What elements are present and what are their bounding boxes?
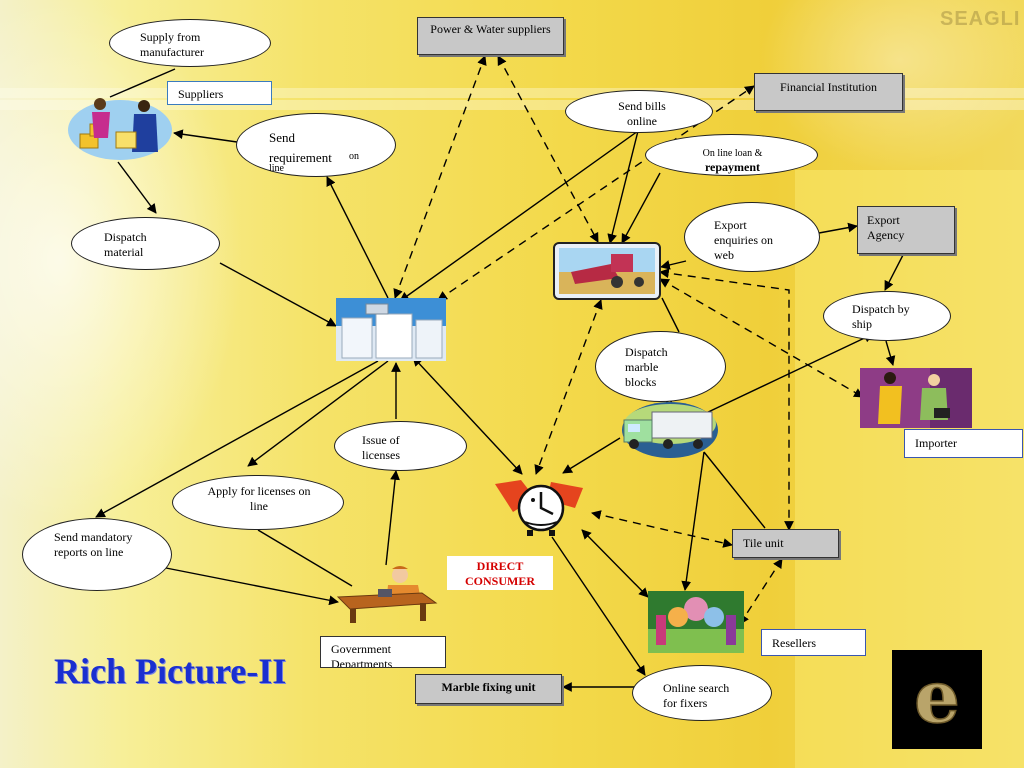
link-factory-reports (95, 360, 379, 518)
financial-institution-box: Financial Institution (754, 73, 903, 111)
link-dispatch-factory (219, 262, 337, 327)
supply-from-manufacturer-node: Supply from manufacturer (109, 19, 271, 67)
node-label: On line loan & (702, 148, 763, 159)
harvester-machine-icon (553, 242, 661, 300)
box-label: Financial Institution (780, 80, 877, 94)
handshake-people-icon (66, 94, 174, 162)
send-bills-online-node: Send bills online (565, 90, 713, 133)
export-agency-box: Export Agency (857, 206, 955, 254)
send-requirement-node: Send requirement on line (236, 113, 396, 177)
link-power-harvester (497, 55, 599, 243)
marble-factory-icon (336, 298, 446, 361)
link-suppliers-dispatch (117, 161, 157, 214)
node-label-small: on line (269, 151, 359, 174)
link-factory-apply (247, 360, 389, 467)
power-water-suppliers-box: Power & Water suppliers (417, 17, 564, 55)
node-label: Send requirement (269, 130, 332, 165)
issue-of-licenses-node: Issue of licenses (334, 421, 467, 471)
link-export-harvester (660, 260, 687, 270)
watermark-text: SEAGLI (940, 8, 1021, 30)
node-label: Online search for fixers (663, 681, 730, 710)
link-govt-issue (385, 470, 400, 566)
link-factory-consumer (412, 356, 523, 475)
link-agency-ship (884, 254, 904, 291)
direct-consumer-label: DIRECT CONSUMER (447, 556, 553, 590)
link-harvester-marble (661, 297, 680, 333)
box-label: Importer (915, 436, 957, 450)
importer-box: Importer (904, 429, 1023, 458)
svg-text:e: e (914, 654, 960, 739)
box-label: Marble fixing unit (441, 680, 536, 694)
businesspeople-handshake-icon (860, 368, 972, 428)
link-consumer-tile (591, 510, 733, 548)
suppliers-box: Suppliers (167, 81, 272, 105)
send-mandatory-reports-node: Send mandatory reports on line (22, 518, 172, 591)
dispatch-by-ship-node: Dispatch by ship (823, 291, 951, 341)
export-enquiries-node: Export enquiries on web (684, 202, 820, 272)
marble-fixing-unit-box: Marble fixing unit (415, 674, 562, 704)
link-truck-consumer (562, 437, 621, 474)
box-label: Export Agency (867, 213, 905, 242)
node-label: Dispatch by ship (852, 302, 910, 331)
government-departments-box: Government Departments (320, 636, 446, 668)
link-loan-harvester (621, 172, 661, 244)
node-label: Send mandatory reports on line (54, 530, 133, 559)
link-factory-finance (437, 85, 755, 301)
link-apply-govt (257, 529, 353, 587)
node-label: Issue of licenses (362, 433, 400, 462)
link-factory-power (393, 55, 487, 299)
box-label: Suppliers (178, 87, 224, 101)
node-label: Dispatch marble blocks (625, 345, 668, 389)
dispatch-material-node: Dispatch material (71, 217, 220, 270)
link-manufacturer-suppliers (109, 68, 176, 98)
node-label: Apply for licenses on line (207, 484, 311, 513)
resellers-box: Resellers (761, 629, 866, 656)
puzzle-people-icon (648, 591, 744, 653)
link-tile-resellers (739, 558, 783, 625)
e-logo-icon: e (892, 650, 982, 749)
clock-person-icon (491, 478, 592, 537)
link-consumer-search (551, 536, 646, 676)
link-factory-requirement (326, 176, 389, 299)
link-requirement-suppliers (173, 129, 238, 143)
box-label: Power & Water suppliers (430, 22, 551, 36)
link-reports-govt (165, 567, 339, 606)
node-label: Export enquiries on web (714, 218, 773, 262)
node-label: repayment (704, 160, 761, 174)
link-harvester-tile (659, 268, 794, 531)
node-label: Dispatch material (104, 230, 147, 259)
node-label: Supply from manufacturer (140, 30, 204, 59)
link-truck-tile (703, 451, 766, 529)
dispatch-marble-blocks-node: Dispatch marble blocks (595, 331, 726, 402)
online-search-fixers-node: Online search for fixers (632, 665, 772, 721)
online-loan-node: On line loan & repayment (645, 134, 818, 176)
desk-official-icon (336, 563, 438, 625)
link-truck-resellers (681, 451, 705, 591)
truck-icon (618, 402, 720, 460)
link-export-agency (818, 222, 858, 234)
tile-unit-box: Tile unit (732, 529, 839, 558)
box-label: Resellers (772, 636, 816, 650)
box-label: Tile unit (743, 536, 784, 550)
node-label: Send bills online (618, 99, 666, 128)
apply-for-licenses-node: Apply for licenses on line (172, 475, 344, 530)
page-title: Rich Picture-II (54, 651, 287, 691)
box-label: Government Departments (331, 642, 393, 668)
link-ship-importer (885, 340, 896, 366)
link-consumer-resellers (581, 529, 649, 598)
link-harvester-consumer (534, 299, 603, 475)
